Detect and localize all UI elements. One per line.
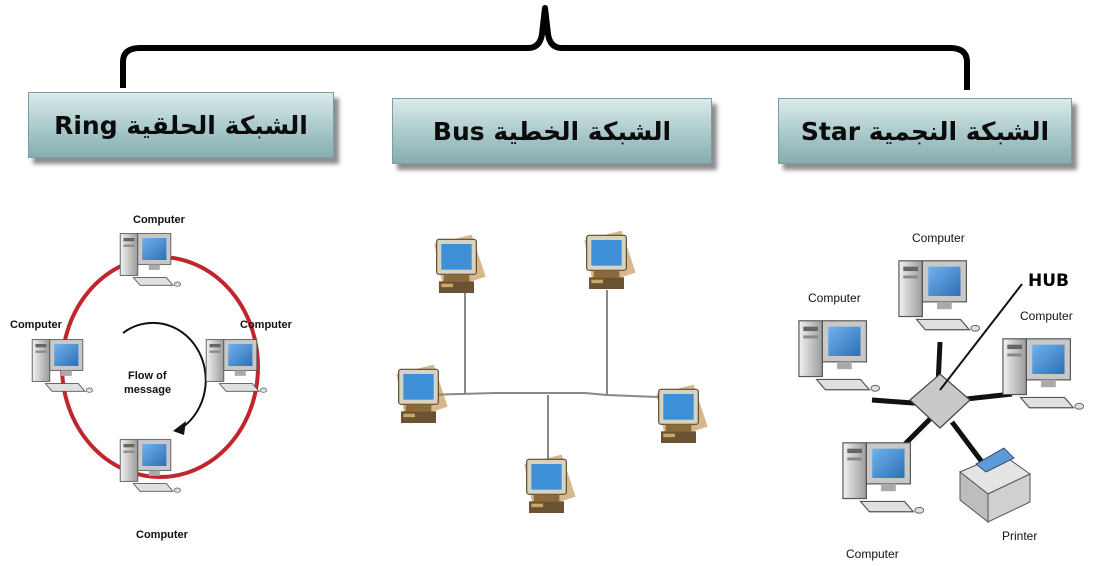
ring-top-label: Computer [133,214,186,226]
ring-header: الشبكة الحلقية Ring [28,92,334,158]
star-right-label: Computer [1020,309,1073,323]
computer-icon [655,384,709,444]
computer-icon [523,454,577,514]
bus-cable [424,290,686,460]
ring-header-text: الشبكة الحلقية Ring [54,110,308,140]
hub-label: HUB [1028,271,1069,291]
computer-icon [798,320,881,392]
flow-label-1: Flow of [128,370,167,382]
star-diagram: HUB Computer Computer Computer Computer … [792,222,1092,566]
ring-bottom-label: Computer [136,529,189,541]
computer-icon [119,439,182,493]
top-brace [120,5,970,90]
star-bottom-label: Computer [846,547,899,561]
printer-label: Printer [1002,529,1037,543]
flow-arrow [122,321,207,428]
computer-icon [1002,338,1085,410]
star-top-label: Computer [912,231,965,245]
computer-icon [395,364,449,424]
flow-label-2: message [124,384,171,396]
star-header: الشبكة النجمية Star [778,98,1072,164]
computer-icon [898,260,981,332]
bus-diagram [385,220,715,530]
computer-icon [842,442,925,514]
ring-left-label: Computer [10,319,63,331]
computer-icon [119,233,182,287]
ring-diagram: Flow of message Computer Computer Comput… [8,205,298,545]
bus-header: الشبكة الخطية Bus [392,98,712,164]
hub-icon [909,373,971,429]
star-left-label: Computer [808,291,861,305]
computer-icon [433,234,487,294]
bus-header-text: الشبكة الخطية Bus [432,116,672,146]
star-header-text: الشبكة النجمية Star [800,116,1050,146]
ring-right-label: Computer [240,319,293,331]
printer-icon [959,447,1031,524]
computer-icon [583,230,637,290]
computer-icon [31,339,94,393]
